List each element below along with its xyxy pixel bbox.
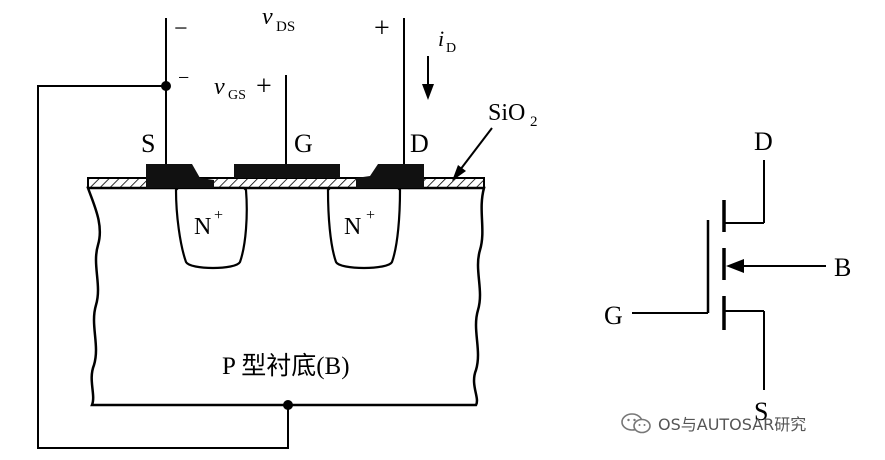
id-subscript: D [446,41,456,56]
vgs-subscript: GS [228,88,246,103]
gate-label: G [294,129,313,158]
n-plus-right-label: N [344,214,361,240]
sio2-label: SiO [488,100,525,126]
sio2-subscript: 2 [530,114,538,130]
drain-contact [356,164,424,188]
drain-label: D [410,129,429,158]
symbol-g-label: G [604,301,623,330]
plus-vgs-label: + [256,71,272,102]
n-plus-right-sup: + [366,207,375,224]
n-plus-left-label: N [194,214,211,240]
vds-subscript: DS [276,19,295,35]
sio2-pointer [459,127,493,171]
n-plus-right-region [326,186,402,270]
sio2-pointer-head [452,165,466,181]
wechat-icon [621,413,651,434]
source-contact [146,164,214,188]
nmos-symbol: D B G S [604,127,851,426]
watermark-text: OS与AUTOSAR研究 [658,415,807,434]
n-plus-left-sup: + [214,207,223,224]
mosfet-cross-section: − v DS + i D − v GS + SiO 2 S G D N + N … [37,4,538,449]
bulk-junction-dot [283,400,293,410]
plus-top-label: + [374,13,390,44]
source-label: S [141,129,155,158]
source-junction-dot [161,81,171,91]
symbol-bulk-arrowhead [726,259,744,273]
n-plus-left-region [174,186,248,270]
source-bulk-wire [37,85,289,449]
substrate-label: P 型衬底(B) [222,352,350,380]
drain-current-arrowhead [422,84,434,100]
vds-label: v [262,4,273,30]
minus-vgs-label: − [178,67,189,89]
symbol-s-label: S [754,397,768,426]
watermark: OS与AUTOSAR研究 [620,410,806,436]
symbol-b-label: B [834,253,851,282]
gate-electrode [234,164,340,178]
symbol-d-label: D [754,127,773,156]
id-label: i [438,26,444,51]
vgs-label: v [214,74,225,100]
minus-top-label: − [174,16,188,42]
